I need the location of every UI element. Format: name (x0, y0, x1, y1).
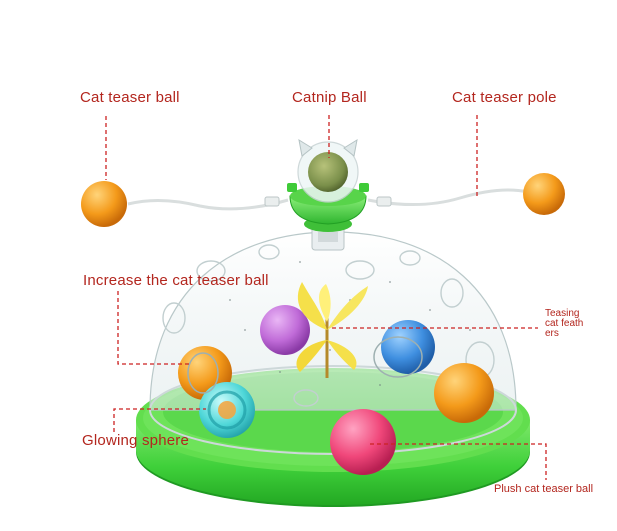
label-glowing-sphere: Glowing sphere (82, 432, 190, 449)
center-column (287, 138, 369, 251)
dome-balls (178, 305, 494, 475)
label-increase-cat-teaser-ball: Increase the cat teaser ball (83, 272, 269, 289)
teaser-ball-right (523, 173, 565, 215)
leader-lines (105, 115, 547, 480)
label-teasing-cat-feathers: Teasing cat feathers (545, 308, 584, 339)
label-cat-teaser-pole: Cat teaser pole (452, 89, 557, 106)
feather-toy (296, 282, 368, 378)
glowing-sphere (199, 382, 255, 438)
orange-ball-right (434, 363, 494, 423)
teaser-wire-arms (81, 173, 565, 227)
label-cat-teaser-ball: Cat teaser ball (80, 89, 180, 106)
catnip-ball (308, 152, 348, 192)
label-catnip-ball: Catnip Ball (292, 89, 367, 106)
teaser-ball-left (81, 181, 127, 227)
label-plush-cat-teaser-ball: Plush cat teaser ball (494, 483, 594, 495)
pink-plush-ball (330, 409, 396, 475)
purple-plush-ball (260, 305, 310, 355)
